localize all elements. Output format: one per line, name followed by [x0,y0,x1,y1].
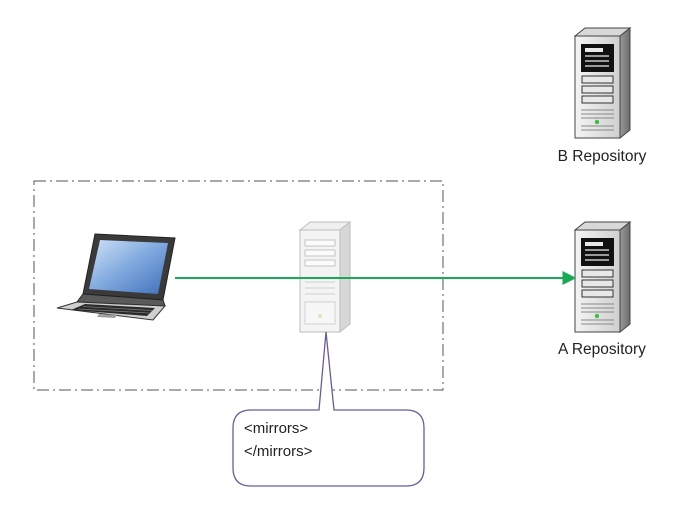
server-tower-faded-icon[interactable] [298,220,352,334]
server-tower-icon[interactable] [573,26,632,140]
repository-b-label: B Repository [558,148,647,165]
repository-a-label: A Repository [558,341,646,358]
laptop-icon[interactable] [56,233,176,321]
server-tower-icon[interactable] [573,220,632,334]
callout-line-2: </mirrors> [244,443,313,460]
mirrors-callout-bubble[interactable] [232,331,425,487]
local-network-boundary [33,180,444,391]
callout-line-1: <mirrors> [244,420,308,437]
